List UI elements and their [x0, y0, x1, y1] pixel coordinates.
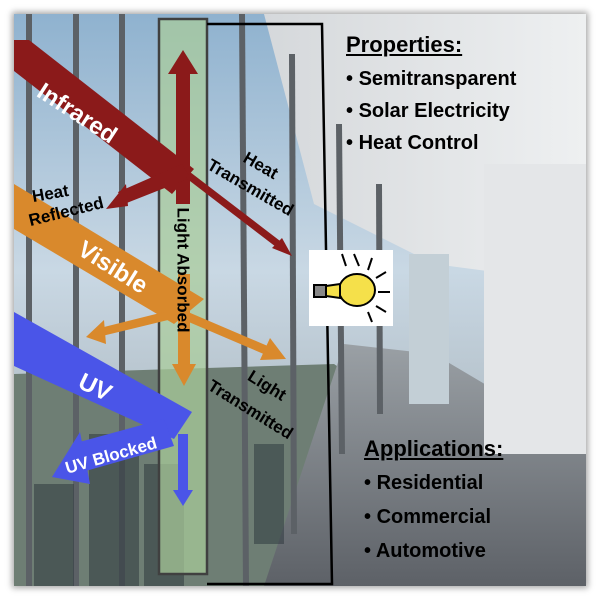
property-item: • Solar Electricity: [346, 100, 510, 122]
uv-down-arrow-shaft: [178, 434, 188, 492]
uv-down-arrow-head: [173, 490, 193, 506]
visible-ray: [14, 184, 286, 386]
wall-column: [484, 164, 586, 454]
uv-blocked-arrow-shaft: [72, 419, 174, 472]
infrared-band: [14, 40, 194, 194]
scene: [14, 14, 586, 586]
uv-ray: [14, 312, 193, 506]
light-absorbed-label: Light Absorbed: [173, 207, 193, 333]
property-item-label: Semitransparent: [358, 68, 517, 90]
bulb-neck: [325, 282, 341, 300]
properties-title: Properties:: [346, 32, 463, 57]
light-absorbed-arrow-head: [172, 364, 196, 386]
light-reflected-arrow-shaft: [100, 312, 168, 336]
visible-band: [14, 184, 204, 324]
light-absorbed-arrow-shaft: [178, 274, 190, 366]
bulb-glass: [338, 273, 376, 307]
application-item-label: Residential: [376, 472, 484, 494]
infrared-ray: [14, 40, 292, 256]
property-item: • Semitransparent: [346, 68, 517, 90]
heat-reflected-arrow-shaft: [118, 164, 190, 204]
applications-title: Applications:: [364, 436, 504, 461]
bulb-base: [313, 284, 327, 298]
light-transmitted-arrow-shaft: [170, 306, 270, 355]
property-item-label: Heat Control: [358, 132, 479, 154]
application-item: • Automotive: [364, 540, 486, 562]
diagram-frame: Infrared Visible UV Heat Reflected Heat …: [14, 14, 586, 586]
heat-up-arrow-shaft: [176, 66, 190, 204]
far-window: [409, 254, 449, 404]
office-background: [14, 14, 586, 586]
application-item: • Residential: [364, 472, 484, 494]
uv-band: [14, 312, 192, 439]
heat-reflected-arrow-head: [106, 184, 128, 209]
light-reflected-arrow-head: [86, 320, 106, 344]
application-item: • Commercial: [364, 506, 492, 528]
light-bulb-icon: [309, 250, 393, 326]
bulb-rays: [341, 253, 390, 323]
property-item-label: Solar Electricity: [358, 100, 510, 122]
heat-transmitted-arrow-shaft: [186, 172, 284, 250]
heat-transmitted-arrow-head: [272, 238, 292, 256]
property-item: • Heat Control: [346, 132, 479, 154]
application-item-label: Commercial: [376, 506, 492, 528]
heat-up-arrow-head: [168, 50, 198, 74]
uv-blocked-arrow-head: [52, 432, 90, 484]
application-item-label: Automotive: [375, 540, 486, 562]
light-transmitted-arrow-head: [260, 338, 286, 360]
